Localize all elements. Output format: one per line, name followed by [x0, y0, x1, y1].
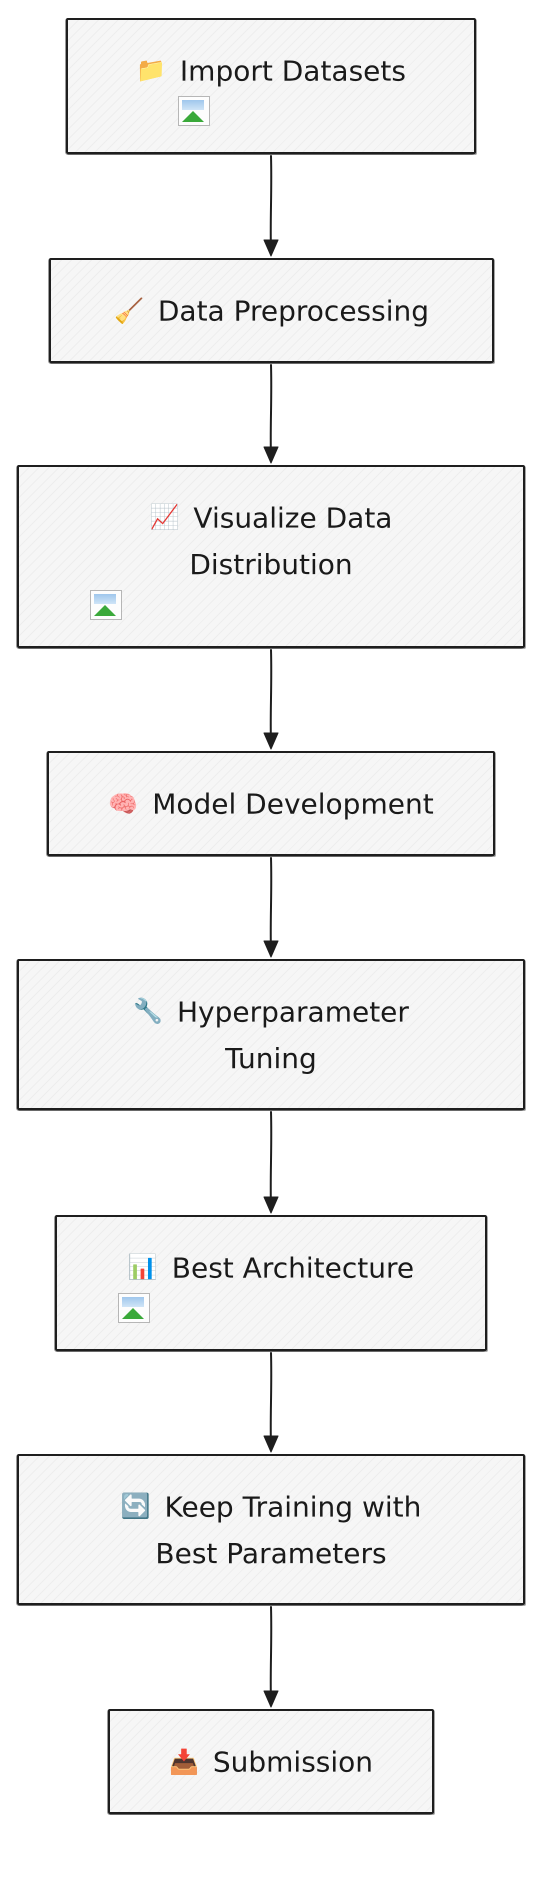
edge-best-architecture-to-keep-training [263, 1352, 279, 1453]
broken-image-icon [118, 1293, 150, 1324]
node-best-architecture: 📊 Best Architecture [54, 1215, 487, 1352]
chart-increasing-icon: 📈 [149, 503, 180, 532]
wrench-icon: 🔧 [133, 997, 163, 1026]
edge-import-datasets-to-data-preprocessing [263, 155, 279, 257]
node-title: 📁 Import Datasets [84, 46, 458, 95]
node-label: Model Development [152, 787, 434, 821]
node-label: Hyperparameter [176, 995, 409, 1029]
broom-icon: 🧹 [113, 296, 144, 325]
edge-data-preprocessing-to-visualize-data-distribution [263, 364, 279, 464]
node-label: Best Architecture [171, 1251, 415, 1285]
arrowhead [263, 239, 279, 257]
arrowhead [263, 446, 279, 464]
node-label-line-2: Distribution [189, 548, 353, 582]
bar-chart-icon: 📊 [127, 1253, 158, 1282]
broken-image-icon [90, 590, 122, 621]
node-model-development: 🧠 Model Development [46, 751, 495, 857]
edge-line [269, 1606, 273, 1702]
edge-visualize-data-distribution-to-model-development [263, 649, 279, 750]
edge-keep-training-to-submission [263, 1606, 279, 1708]
broken-image-icon [178, 96, 210, 127]
arrowhead [263, 732, 279, 750]
edge-line [269, 1111, 273, 1208]
node-submission: 📥 Submission [107, 1709, 434, 1815]
node-label: Visualize Data [193, 501, 393, 535]
node-label: Keep Training with [164, 1490, 422, 1524]
inbox-tray-icon: 📥 [168, 1747, 199, 1776]
arrowhead [263, 1196, 279, 1214]
edge-line [269, 364, 273, 458]
node-label: Import Datasets [179, 54, 406, 88]
refresh-icon: 🔄 [120, 1492, 151, 1521]
node-label: Data Preprocessing [157, 294, 430, 328]
arrowhead [263, 940, 279, 958]
node-title: 🧹 Data Preprocessing [67, 286, 476, 335]
node-label-line-2: Tuning [225, 1042, 317, 1076]
node-import-datasets: 📁 Import Datasets [65, 18, 476, 155]
node-title: 🧠 Model Development [65, 779, 477, 828]
node-label-line-2: Best Parameters [155, 1537, 387, 1571]
node-data-preprocessing: 🧹 Data Preprocessing [48, 258, 494, 364]
edge-hyperparameter-tuning-to-best-architecture [263, 1111, 279, 1214]
edge-line [269, 1352, 273, 1447]
node-title: 📥 Submission [126, 1737, 416, 1786]
node-label: Submission [212, 1745, 374, 1779]
brain-icon: 🧠 [108, 789, 139, 818]
edge-line [269, 649, 273, 744]
edge-line [269, 857, 273, 952]
edge-model-development-to-hyperparameter-tuning [263, 857, 279, 958]
arrowhead [263, 1690, 279, 1708]
folder-icon: 📁 [136, 56, 166, 85]
node-title: 📊 Best Architecture [73, 1243, 469, 1292]
arrowhead [263, 1435, 279, 1453]
edge-line [269, 155, 273, 251]
